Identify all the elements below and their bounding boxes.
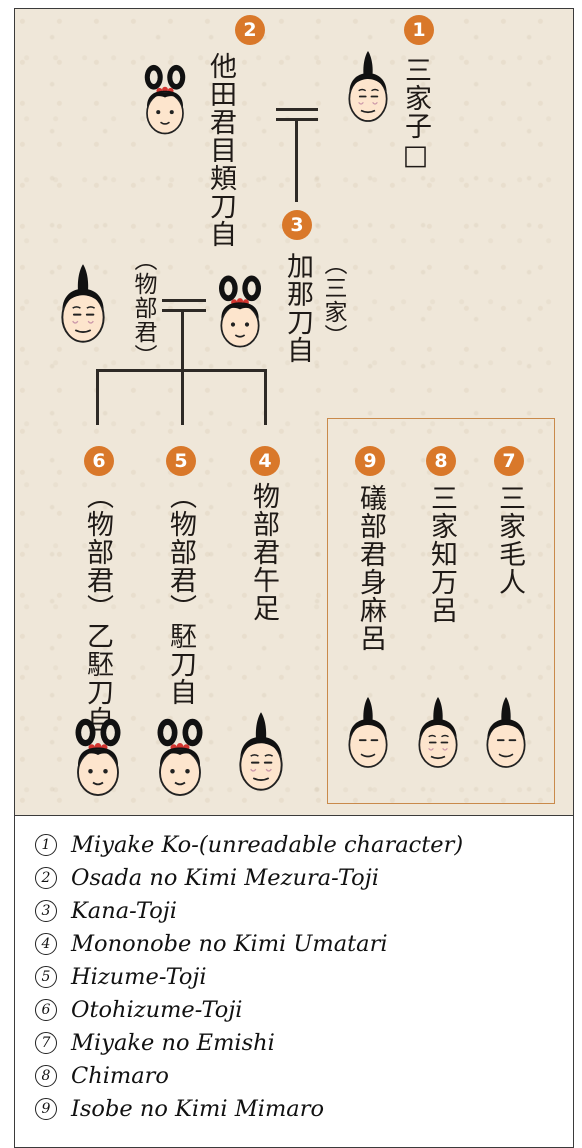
badge-3: 3 [282,210,312,240]
name-4: 物部君午足 [248,482,279,622]
face-man-elder-icon [239,711,283,791]
marriage-line-top [276,108,318,111]
name-9: 礒部君身麻呂 [355,484,386,652]
marriage-line-mid [162,309,206,312]
badge-8: 8 [426,446,456,476]
face-man-elder-icon [348,50,388,122]
badge-7: 7 [494,446,524,476]
face-man-elder-icon [418,696,458,768]
face-man-icon [486,696,526,768]
face-man-icon [348,696,388,768]
name-7: 三家毛人 [494,484,525,596]
badge-5: 5 [166,446,196,476]
name-2: 他田君目頬刀自 [205,52,236,248]
badge-6: 6 [84,446,114,476]
name-1: 三家子□ [400,56,431,172]
miyake-group-box [327,418,555,804]
name-spouse-3: （物部君） [130,248,156,368]
marriage-line-top [276,118,318,121]
descent-line-3-stem [181,311,184,369]
name-3-note: （三家） [320,252,346,348]
name-6: （物部君）乙駓刀自 [82,482,113,734]
marriage-line-mid [162,299,206,302]
face-woman-icon [218,274,262,348]
descent-line-to-4 [264,369,267,425]
name-5: （物部君）駓刀自 [165,482,196,706]
face-woman-icon [143,64,187,135]
badge-9: 9 [355,446,385,476]
family-tree-panel [14,8,574,816]
descent-line-to-6 [96,369,99,425]
face-woman-icon [74,717,122,796]
descent-line-to-5 [181,369,184,425]
descent-line-1-2-to-3 [295,120,298,202]
name-8: 三家知万呂 [426,484,457,624]
badge-4: 4 [250,446,280,476]
badge-1: 1 [404,15,434,45]
face-woman-icon [156,717,204,796]
face-man-elder-icon [61,263,105,343]
badge-2: 2 [235,15,265,45]
name-3: 加那刀自 [282,252,313,364]
